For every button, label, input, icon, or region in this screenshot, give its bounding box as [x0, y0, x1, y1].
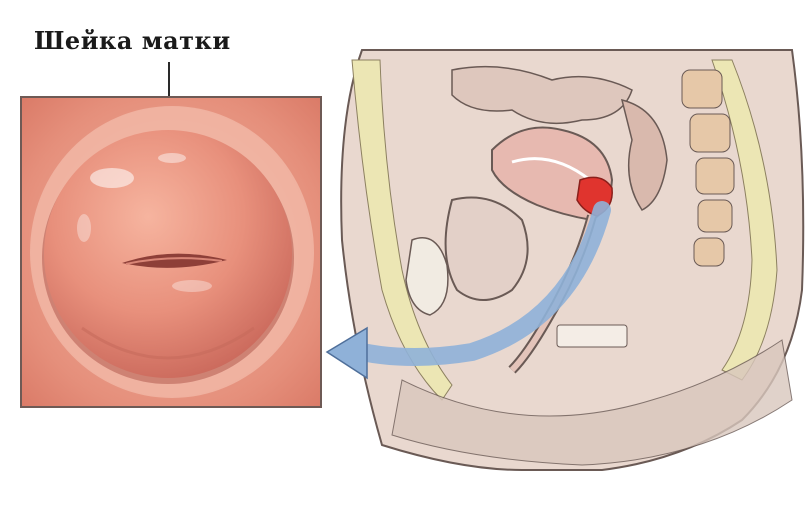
pelvic-sagittal-section [322, 40, 807, 505]
cervix-closeup-inset [20, 96, 322, 408]
cervix-closeup-illustration [22, 98, 320, 406]
arrow-head-icon [327, 328, 367, 378]
pelvis-illustration [322, 40, 807, 505]
cervix-label: Шейка матки [34, 26, 231, 55]
perineal-muscle [557, 325, 627, 347]
bladder [446, 198, 528, 301]
